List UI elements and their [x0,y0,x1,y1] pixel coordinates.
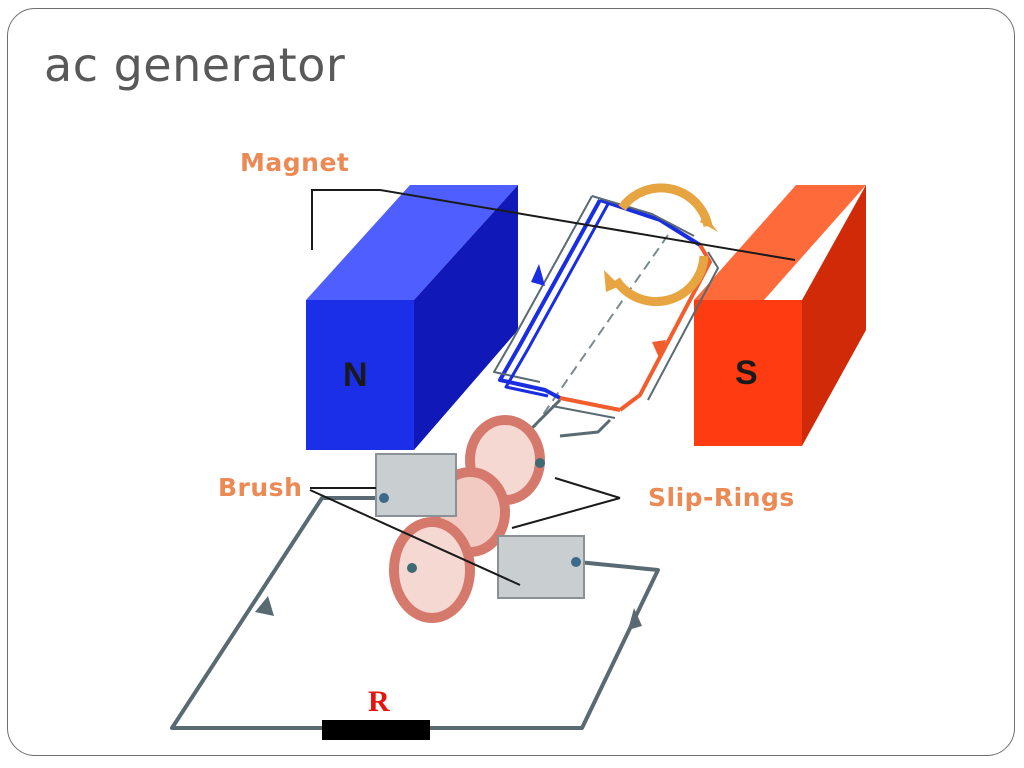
north-magnet: N [306,185,518,450]
magnet-label: Magnet [240,148,349,177]
slip-rings-label: Slip-Rings [648,483,795,512]
brush-lower [497,535,585,599]
slide-title: ac generator [44,38,346,92]
north-pole-label: N [343,356,368,394]
slip-ring-lower [389,517,475,623]
current-arrow-right [628,608,642,630]
coil-current-arrow-down [652,340,666,360]
coil-current-arrow-up [531,264,545,286]
brush-label: Brush [218,473,302,502]
brush-upper [375,453,457,517]
south-magnet: S [694,185,866,446]
south-pole-label: S [735,354,758,392]
circuit-wire [170,496,660,730]
armature-coil [493,195,719,442]
resistor-label: R [368,685,390,718]
current-arrow-left [255,596,274,616]
resistor [322,720,430,740]
leader-lines [309,189,796,586]
rotation-arrow-icon [604,183,718,307]
slip-rings [389,415,545,623]
